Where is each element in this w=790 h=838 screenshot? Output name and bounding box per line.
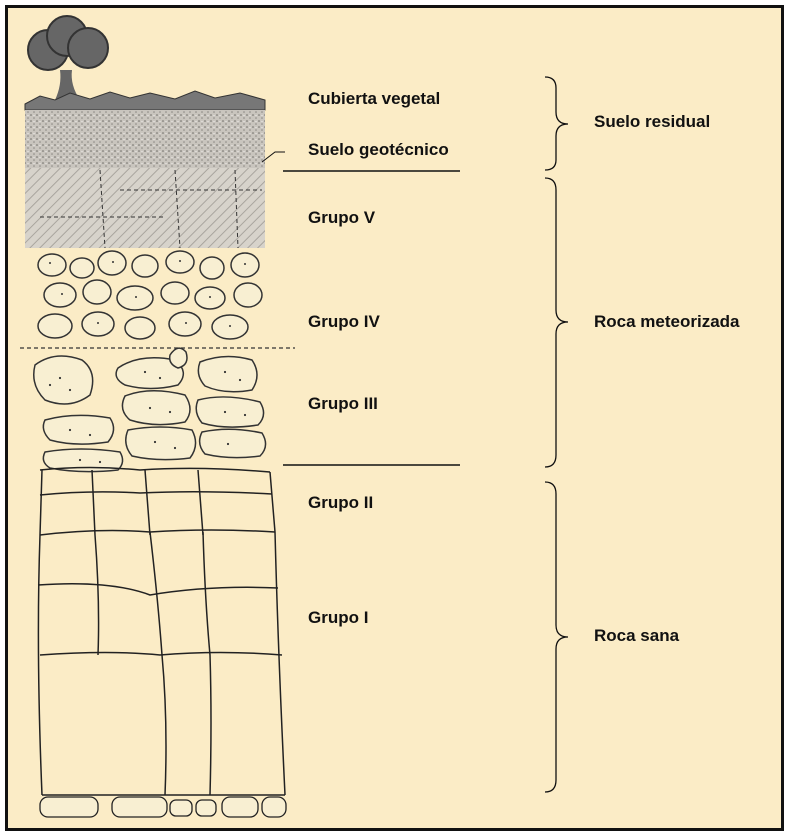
tree-icon [28,16,108,100]
label-suelo-residual: Suelo residual [594,112,710,132]
label-grupo-i: Grupo I [308,608,368,628]
grupo-v-layer [25,168,265,248]
label-roca-sana: Roca sana [594,626,679,646]
label-suelo-geotecnico: Suelo geotécnico [308,140,449,160]
label-grupo-iii: Grupo III [308,394,378,414]
grupo-i-layer [38,532,285,795]
bottom-pebbles [40,797,286,817]
grupo-iii-layer [34,348,266,471]
geotechnical-soil-layer [25,110,265,168]
label-grupo-iv: Grupo IV [308,312,380,332]
geotechnical-leader-line [262,152,285,162]
label-roca-meteorizada: Roca meteorizada [594,312,740,332]
label-grupo-v: Grupo V [308,208,375,228]
suelo-residual-bracket [545,77,568,170]
label-grupo-ii: Grupo II [308,493,373,513]
roca-sana-bracket [545,482,568,792]
label-cubierta-vegetal: Cubierta vegetal [308,89,440,109]
grupo-ii-layer [40,468,275,536]
grupo-iv-layer [38,251,262,339]
roca-meteorizada-bracket [545,178,568,467]
